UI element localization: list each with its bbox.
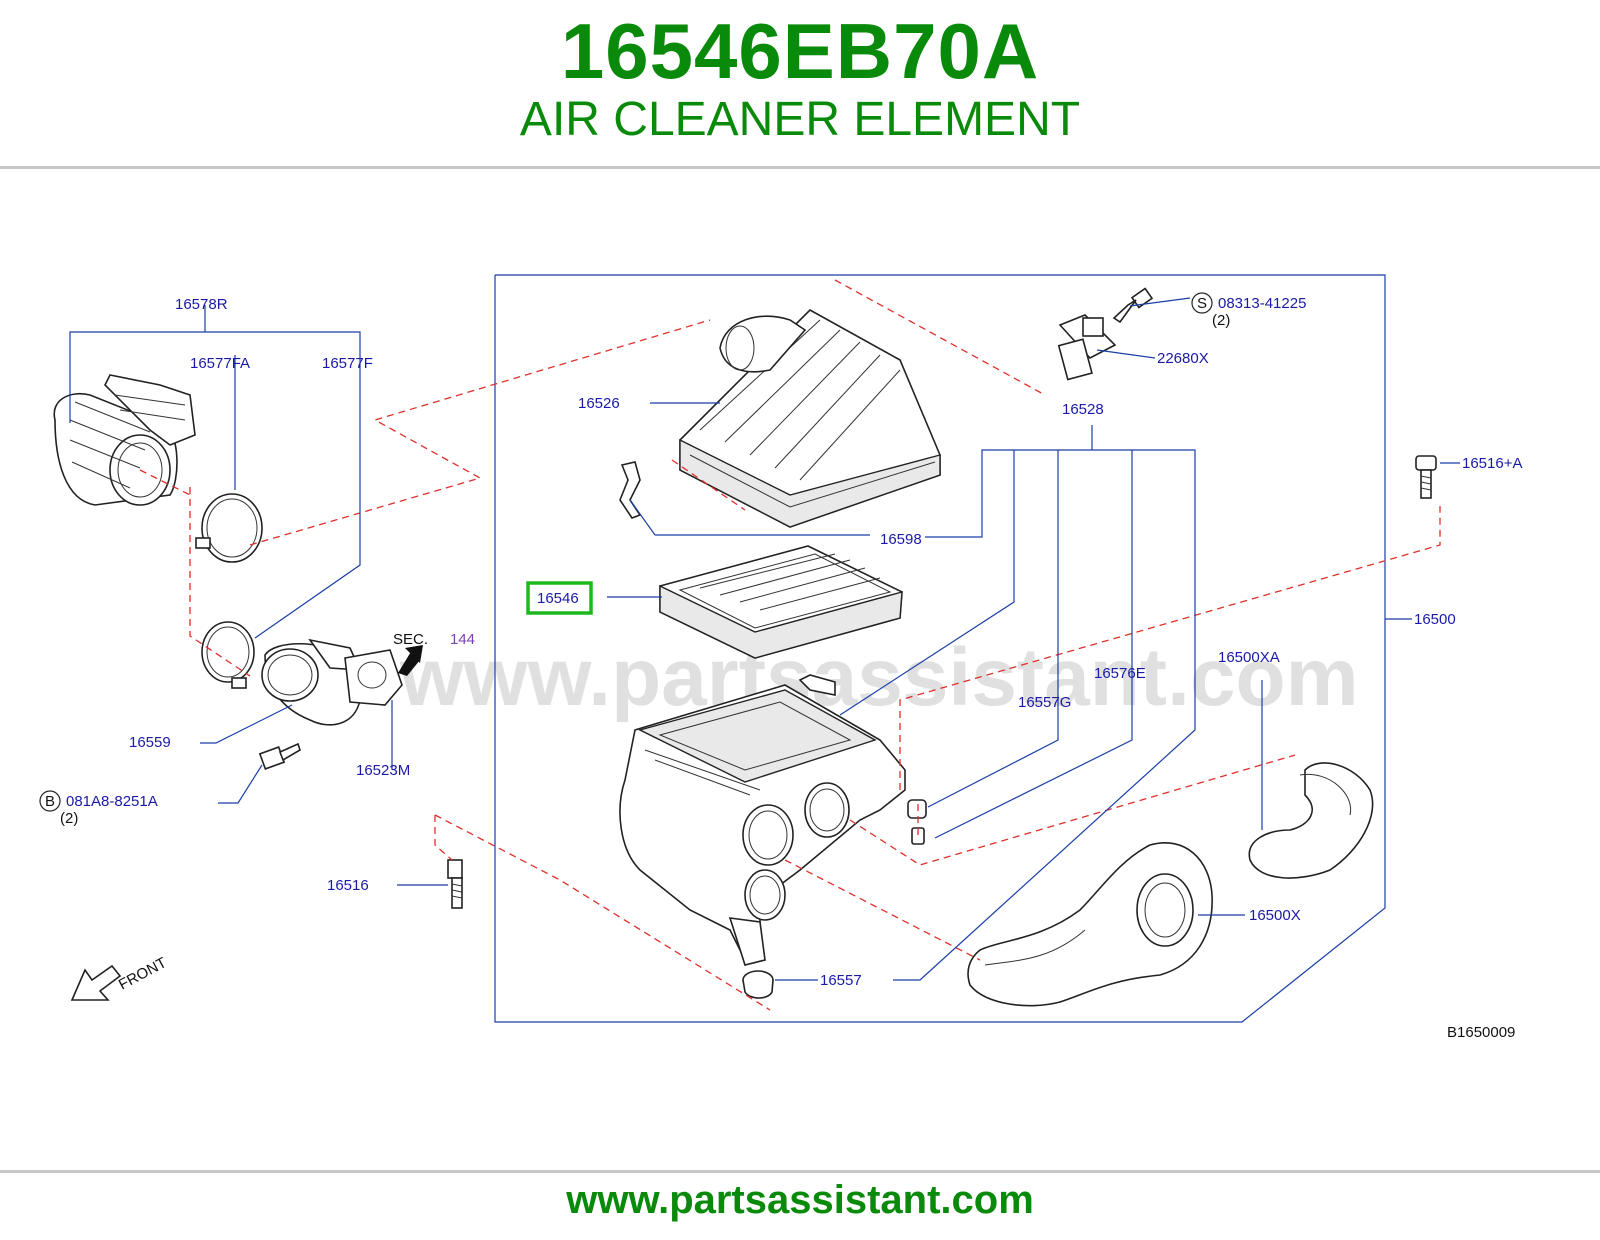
mounting-bolt-left xyxy=(447,859,463,909)
hose-clamp-upper xyxy=(195,493,263,563)
front-direction-arrow xyxy=(70,964,122,1001)
mounting-bolt-right xyxy=(1415,455,1437,499)
air-cleaner-element xyxy=(659,545,903,659)
section-label: SEC. xyxy=(393,631,428,648)
part-name-subtitle: AIR CLEANER ELEMENT xyxy=(519,93,1081,146)
adaptor-gasket xyxy=(344,649,403,706)
footer-website-url: www.partsassistant.com xyxy=(566,1178,1034,1222)
assembly-frame xyxy=(494,274,1386,1023)
flange-bolt xyxy=(258,742,301,770)
diagram-canvas: www.partsassistant.com xyxy=(39,274,1522,1041)
mount-grommet-upper xyxy=(907,799,927,845)
mount-grommet-lower xyxy=(742,970,774,999)
callout-16577F: 16577F xyxy=(322,355,373,372)
callout-16516-A: 16516+A xyxy=(1462,455,1522,472)
callout-16576E: 16576E xyxy=(1094,665,1146,682)
air-cleaner-upper-cover xyxy=(679,309,941,528)
callout-16577FA: 16577FA xyxy=(190,355,250,372)
air-duct-large xyxy=(967,842,1213,1007)
callout-16528: 16528 xyxy=(1062,401,1104,418)
air-flow-sensor xyxy=(1057,314,1117,381)
bolt-type-badge-s xyxy=(1191,292,1213,314)
callout-16578R: 16578R xyxy=(175,296,228,313)
watermark-text: www.partsassistant.com xyxy=(399,632,1359,723)
intake-adaptor xyxy=(261,638,362,726)
highlighted-part-box xyxy=(526,581,593,615)
air-cleaner-lower-case xyxy=(619,674,906,966)
callout-16500X: 16500X xyxy=(1249,907,1301,924)
callout-22680X: 22680X xyxy=(1157,350,1209,367)
callout-16559: 16559 xyxy=(129,734,171,751)
air-duct-small xyxy=(1248,762,1374,879)
footer-divider xyxy=(0,1170,1600,1173)
hose-clamp-lower xyxy=(201,621,255,689)
bolt-type-letter-b: B xyxy=(45,793,55,810)
part-number-title: 16546EB70A xyxy=(560,7,1040,95)
callout-16500XA: 16500XA xyxy=(1218,649,1280,666)
front-label: FRONT xyxy=(116,954,170,993)
page-header: 16546EB70A AIR CLEANER ELEMENT xyxy=(0,0,1600,168)
bolt-type-badge-b xyxy=(39,790,61,812)
header-divider xyxy=(0,166,1600,169)
bolt-type-letter-s: S xyxy=(1197,295,1207,312)
callout-16523M: 16523M xyxy=(356,762,410,779)
callout-081A8-8251A: 081A8-8251A xyxy=(66,793,158,810)
callout-16557: 16557 xyxy=(820,972,862,989)
callout-16546: 16546 xyxy=(537,590,579,607)
section-number: 144 xyxy=(450,631,475,648)
callout-08313-qty: (2) xyxy=(1212,312,1230,329)
callout-081A8-qty: (2) xyxy=(60,810,78,827)
intake-duct-assembly xyxy=(53,374,196,506)
callout-16557G: 16557G xyxy=(1018,694,1071,711)
callout-16526: 16526 xyxy=(578,395,620,412)
callout-16516: 16516 xyxy=(327,877,369,894)
callout-16598: 16598 xyxy=(880,531,922,548)
parts-diagram: www.partsassistant.com xyxy=(0,170,1600,1170)
diagram-code: B1650009 xyxy=(1447,1024,1515,1041)
callout-08313-41225: 08313-41225 xyxy=(1218,295,1306,312)
callout-16500: 16500 xyxy=(1414,611,1456,628)
